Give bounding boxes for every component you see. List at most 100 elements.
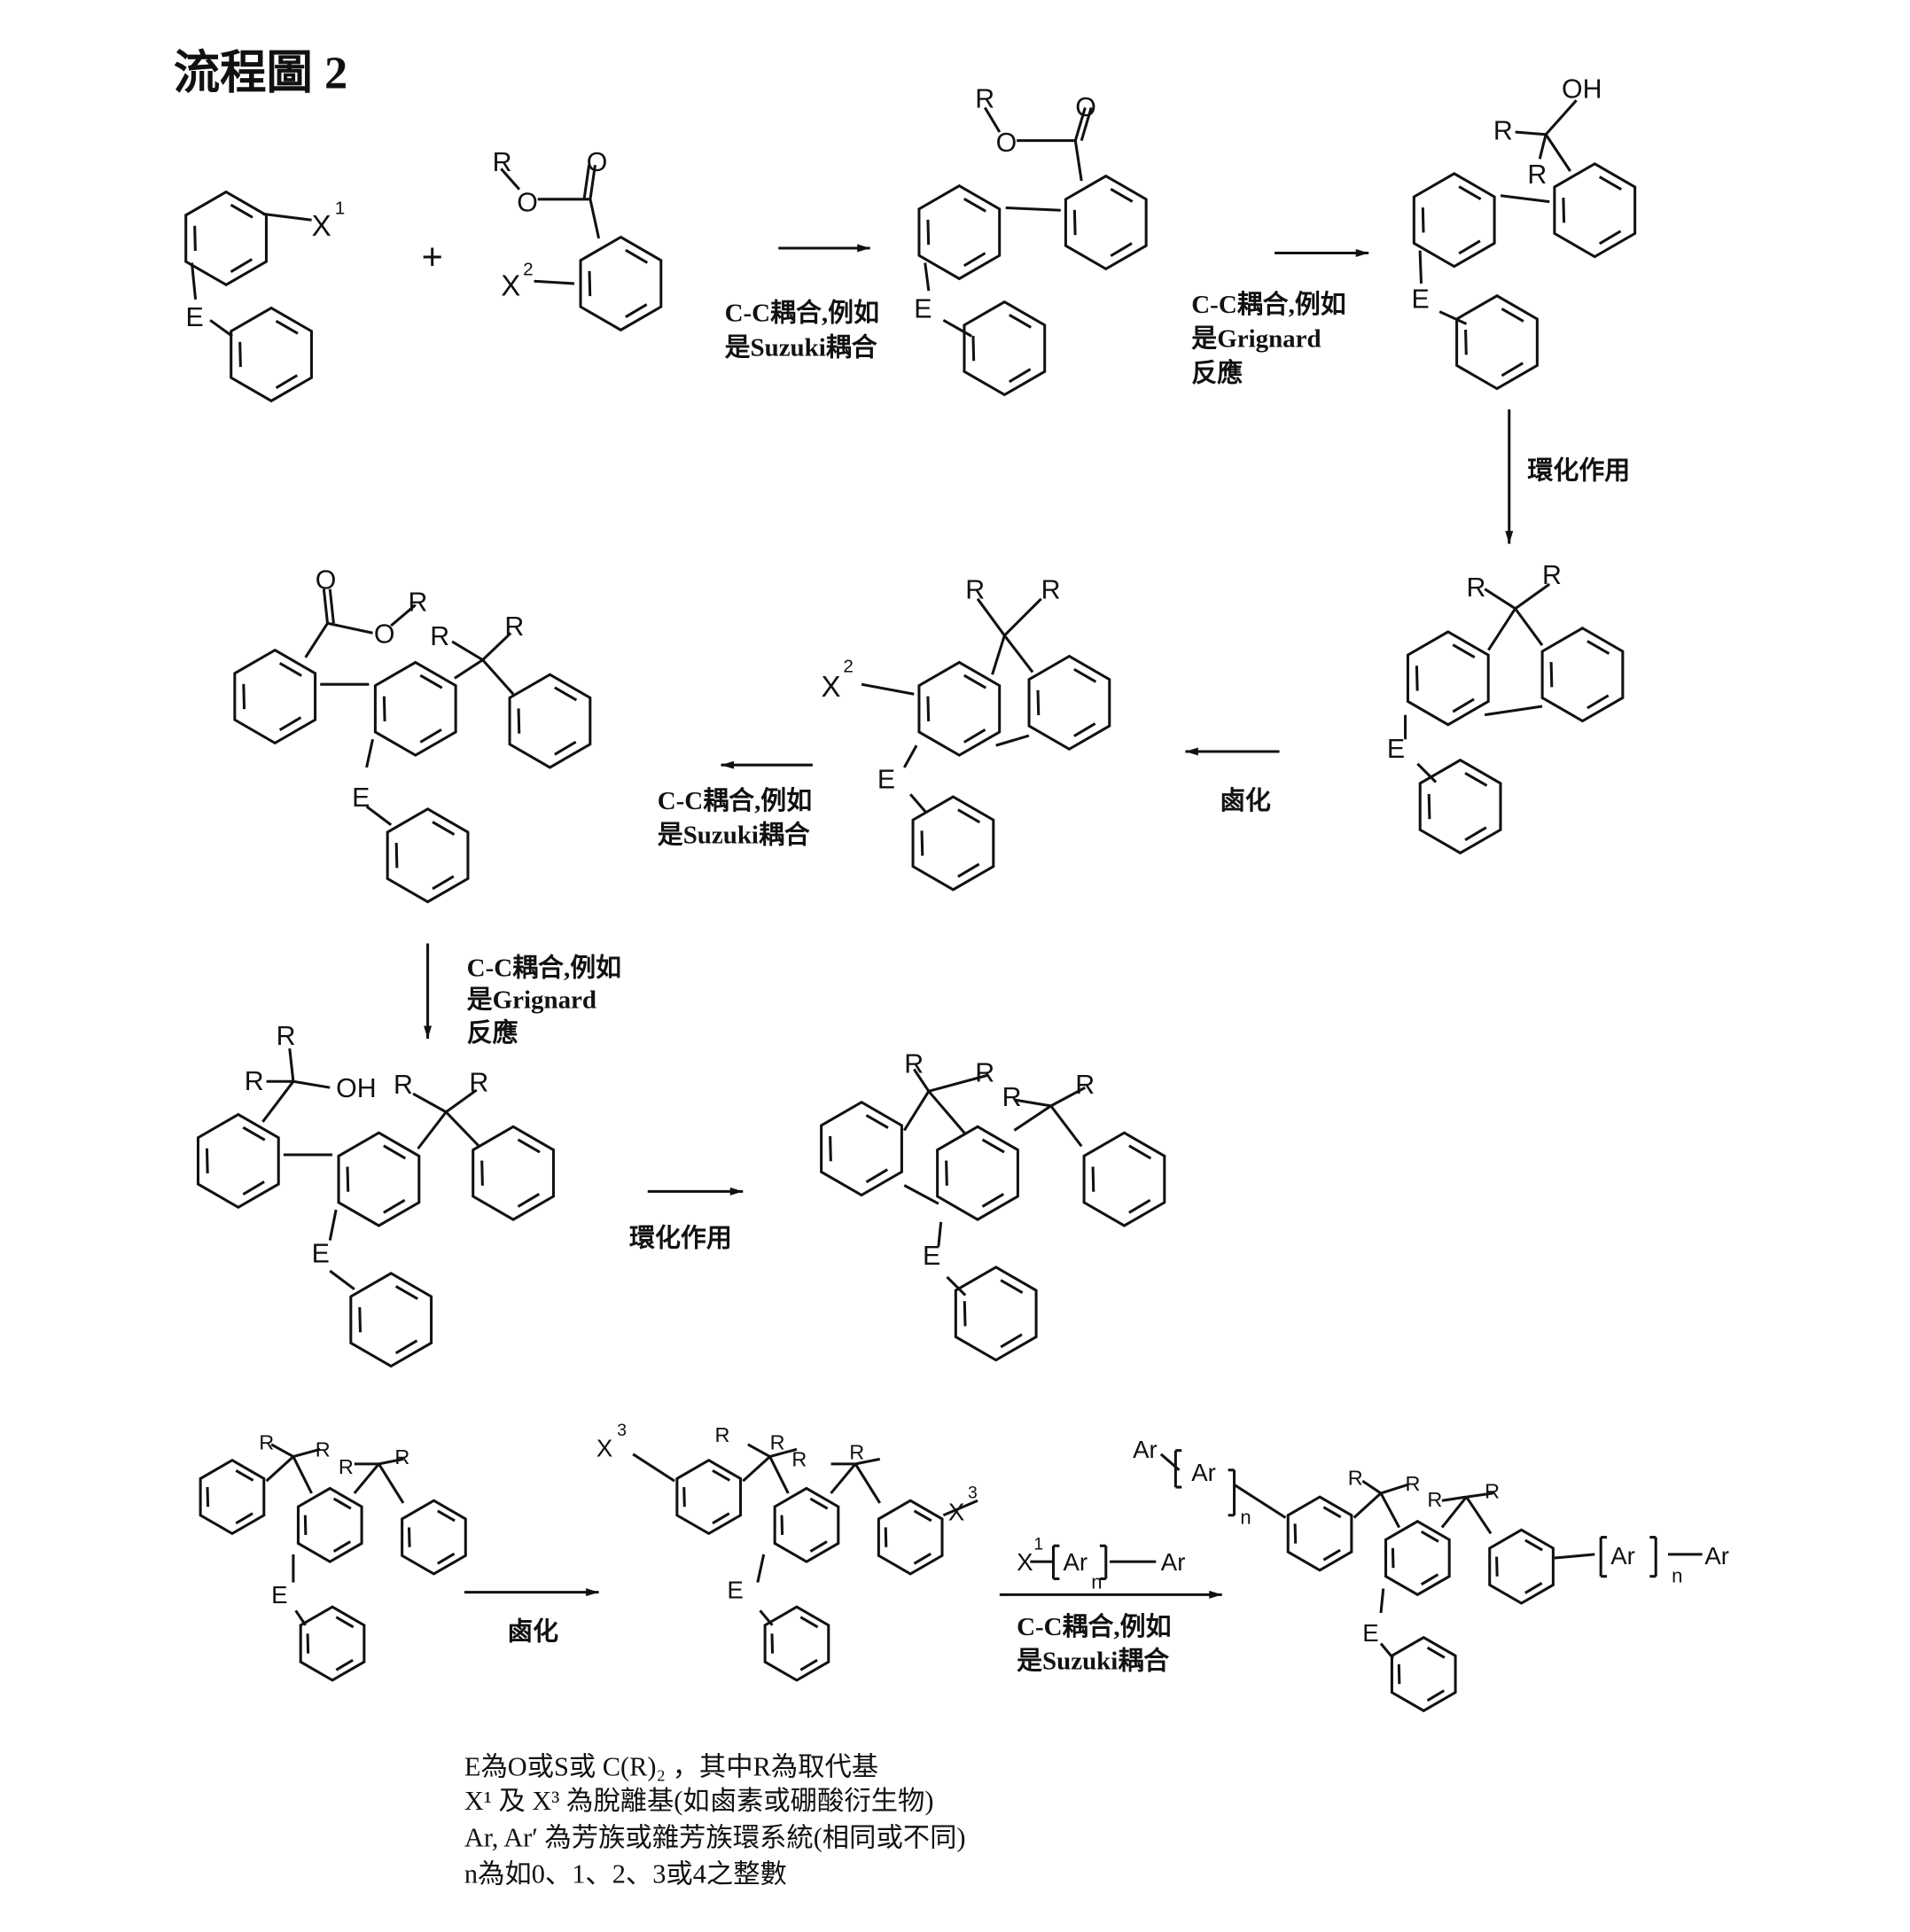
benzene-ring	[186, 192, 267, 285]
atom-label: 1	[1033, 1535, 1043, 1554]
benzene-ring	[1420, 760, 1501, 853]
benzene-ring	[878, 1500, 942, 1574]
reaction-step-6: C-C耦合,例如是Grignard 反應	[424, 943, 621, 1047]
atom-label: E	[352, 783, 370, 813]
benzene-ring	[231, 308, 312, 401]
step-condition: 是Suzuki耦合	[658, 820, 810, 849]
atom-label: 3	[968, 1484, 978, 1502]
benzene-ring	[1542, 628, 1623, 721]
atom-label: R	[469, 1068, 488, 1097]
step-condition: 反應	[1191, 358, 1243, 387]
benzene-ring	[351, 1274, 432, 1367]
atom-label: R	[965, 576, 985, 605]
step-condition: 是Grignard	[467, 986, 596, 1015]
atom-label: E	[271, 1581, 287, 1609]
atom-label: R	[975, 84, 994, 113]
benzene-ring	[1555, 164, 1635, 257]
atom-label: E	[186, 303, 204, 332]
atom-label: Ar	[1191, 1459, 1216, 1486]
atom-label: n	[1091, 1570, 1102, 1593]
legend-line: E為O或S或 C(R)₂ ，其中R為取代基	[464, 1751, 878, 1781]
molecule-m12: ArArnRRRRArnArE	[1133, 1436, 1729, 1710]
step-condition: C-C耦合,例如	[725, 299, 879, 328]
atom-label: E	[877, 765, 895, 794]
benzene-ring	[964, 302, 1045, 395]
arrow-head	[1505, 531, 1513, 543]
atom-label: R	[1467, 573, 1486, 603]
atom-label: n	[1240, 1506, 1251, 1528]
atom-label: R	[1075, 1071, 1095, 1100]
atom-label: R	[504, 612, 524, 642]
benzene-ring	[1414, 174, 1494, 267]
atom-label: R	[1485, 1479, 1500, 1502]
step-condition: C-C耦合,例如	[467, 954, 621, 983]
atom-label: R	[715, 1423, 730, 1446]
molecule-m2: ROOX2	[493, 148, 661, 330]
legend-line: Ar, Ar′ 為芳族或雜芳族環系統(相同或不同)	[464, 1822, 966, 1852]
benzene-ring	[677, 1461, 741, 1534]
atom-label: R	[339, 1455, 354, 1478]
atom-label: E	[914, 295, 932, 324]
arrow-head	[1356, 249, 1368, 257]
molecule-m11: X3RRRRX3E	[596, 1422, 978, 1680]
arrow-head	[1209, 1591, 1221, 1599]
reaction-step-7: 環化作用	[629, 1188, 743, 1253]
atom-label: X	[501, 270, 520, 303]
atom-label: Ar	[1610, 1542, 1635, 1570]
step-condition: 鹵化	[507, 1617, 558, 1646]
step-condition: C-C耦合,例如	[1191, 290, 1345, 319]
benzene-ring	[1490, 1530, 1554, 1603]
legend-line: X¹ 及 X³ 為脫離基(如鹵素或硼酸衍生物)	[464, 1786, 934, 1816]
benzene-ring	[1288, 1497, 1352, 1570]
arrow-head	[1185, 748, 1197, 756]
atom-label: E	[1411, 285, 1429, 315]
step-condition: 鹵化	[1220, 787, 1271, 815]
atom-label: 2	[843, 656, 854, 676]
molecule-m4: OHRRE	[1411, 74, 1634, 388]
atom-label: R	[975, 1058, 994, 1087]
molecule-m6: RRX2E	[822, 576, 1110, 890]
step-condition: 反應	[467, 1018, 518, 1048]
benzene-ring	[1029, 656, 1110, 749]
benzene-ring	[235, 650, 316, 744]
atom-label: O	[374, 619, 395, 649]
atom-label: R	[1527, 160, 1547, 190]
benzene-ring	[822, 1102, 902, 1196]
step-condition: C-C耦合,例如	[1017, 1612, 1171, 1641]
legend: E為O或S或 C(R)₂ ，其中R為取代基 X¹ 及 X³ 為脫離基(如鹵素或硼…	[464, 1751, 966, 1889]
reaction-step-5: C-C耦合,例如是Suzuki耦合	[658, 761, 813, 850]
atom-label: O	[996, 129, 1017, 158]
atom-label: R	[394, 1071, 413, 1100]
molecule-m10: RRRRE	[200, 1430, 465, 1680]
step-condition: 是Suzuki耦合	[725, 332, 877, 362]
benzene-ring	[473, 1126, 554, 1219]
atom-label: R	[409, 588, 428, 617]
benzene-ring	[387, 809, 468, 902]
atom-label: R	[1348, 1466, 1363, 1489]
step-condition: 是Suzuki耦合	[1017, 1646, 1169, 1675]
benzene-ring	[765, 1607, 829, 1680]
molecule-m5: RRE	[1387, 561, 1623, 853]
atom-label: R	[259, 1430, 274, 1453]
benzene-ring	[300, 1607, 364, 1680]
step-condition: C-C耦合,例如	[658, 786, 812, 815]
benzene-ring	[1407, 632, 1488, 725]
benzene-ring	[938, 1126, 1018, 1219]
benzene-ring	[1392, 1638, 1455, 1711]
benzene-ring	[1084, 1133, 1165, 1226]
atom-label: R	[1427, 1488, 1442, 1511]
atom-label: R	[849, 1440, 864, 1463]
atom-label: X	[312, 210, 331, 243]
benzene-ring	[919, 186, 1000, 279]
atom-label: Ar	[1064, 1548, 1088, 1576]
benzene-ring	[1065, 176, 1146, 269]
atom-label: R	[1542, 561, 1562, 590]
benzene-ring	[198, 1115, 278, 1208]
arrow-head	[721, 761, 733, 769]
benzene-ring	[298, 1488, 362, 1562]
reaction-step-1: C-C耦合,例如是Suzuki耦合	[725, 244, 879, 362]
atom-label: R	[430, 622, 449, 651]
atom-label: 3	[617, 1422, 627, 1440]
benzene-ring	[955, 1267, 1036, 1360]
